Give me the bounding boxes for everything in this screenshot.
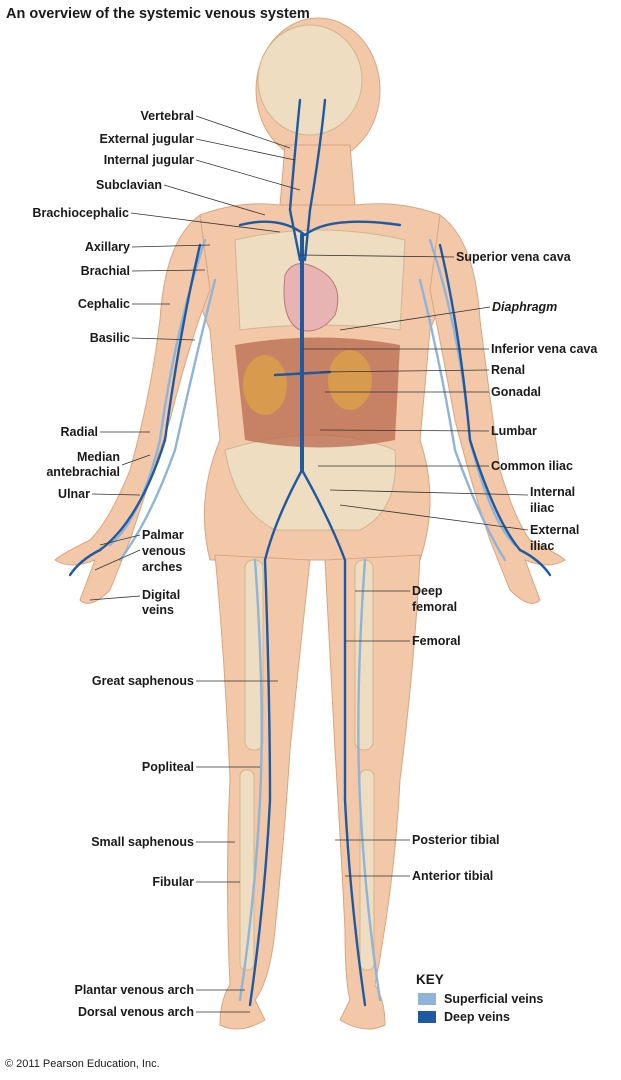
label-cephalic: Cephalic bbox=[77, 297, 130, 311]
key-title: KEY bbox=[416, 972, 444, 987]
label-palmar-1: Palmar bbox=[142, 528, 184, 542]
label-subclavian: Subclavian bbox=[96, 178, 162, 192]
label-anterior-tibial: Anterior tibial bbox=[412, 869, 494, 883]
label-external-iliac-1: External bbox=[530, 523, 580, 537]
label-dorsal-venous-arch: Dorsal venous arch bbox=[77, 1005, 194, 1019]
label-fibular: Fibular bbox=[152, 875, 194, 889]
label-gonadal: Gonadal bbox=[491, 385, 542, 399]
diagram-title: An overview of the systemic venous syste… bbox=[6, 6, 310, 22]
label-brachiocephalic: Brachiocephalic bbox=[32, 206, 129, 220]
key-deep-label: Deep veins bbox=[444, 1010, 511, 1024]
copyright: © 2011 Pearson Education, Inc. bbox=[5, 1058, 160, 1070]
label-popliteal: Popliteal bbox=[141, 760, 194, 774]
label-renal: Renal bbox=[491, 363, 526, 377]
heart bbox=[283, 263, 339, 332]
label-brachial: Brachial bbox=[80, 264, 130, 278]
label-basilic: Basilic bbox=[89, 331, 130, 345]
label-superior-vena-cava: Superior vena cava bbox=[456, 250, 571, 264]
label-palmar-3: arches bbox=[142, 560, 183, 574]
superficial-swatch bbox=[418, 993, 436, 1005]
label-digital-1: Digital bbox=[142, 588, 181, 602]
label-plantar-venous-arch: Plantar venous arch bbox=[74, 983, 195, 997]
label-external-iliac-2: iliac bbox=[530, 539, 555, 553]
label-digital-2: veins bbox=[142, 603, 174, 617]
label-common-iliac: Common iliac bbox=[491, 459, 573, 473]
label-great-saphenous: Great saphenous bbox=[91, 674, 194, 688]
key-deep-row: Deep veins bbox=[418, 1010, 510, 1024]
label-external-jugular: External jugular bbox=[99, 132, 194, 146]
abdominal-cavity bbox=[235, 337, 400, 448]
label-femoral: Femoral bbox=[412, 634, 461, 648]
label-median-antebrachial-2: antebrachial bbox=[46, 465, 120, 479]
label-axillary: Axillary bbox=[84, 240, 130, 254]
label-lumbar: Lumbar bbox=[491, 424, 537, 438]
label-radial: Radial bbox=[60, 425, 98, 439]
label-inferior-vena-cava: Inferior vena cava bbox=[491, 342, 598, 356]
label-internal-jugular: Internal jugular bbox=[103, 153, 194, 167]
label-small-saphenous: Small saphenous bbox=[91, 835, 194, 849]
deep-swatch bbox=[418, 1011, 436, 1023]
label-vertebral: Vertebral bbox=[140, 109, 194, 123]
label-palmar-2: venous bbox=[142, 544, 186, 558]
label-internal-iliac-1: Internal bbox=[530, 485, 576, 499]
label-deep-femoral-2: femoral bbox=[412, 600, 458, 614]
key-superficial-row: Superficial veins bbox=[418, 992, 543, 1006]
label-median-antebrachial-1: Median bbox=[76, 450, 120, 464]
label-deep-femoral-1: Deep bbox=[412, 584, 443, 598]
label-internal-iliac-2: iliac bbox=[530, 501, 555, 515]
label-ulnar: Ulnar bbox=[58, 487, 90, 501]
label-diaphragm: Diaphragm bbox=[492, 300, 558, 314]
label-posterior-tibial: Posterior tibial bbox=[412, 833, 500, 847]
key-superficial-label: Superficial veins bbox=[444, 992, 544, 1006]
